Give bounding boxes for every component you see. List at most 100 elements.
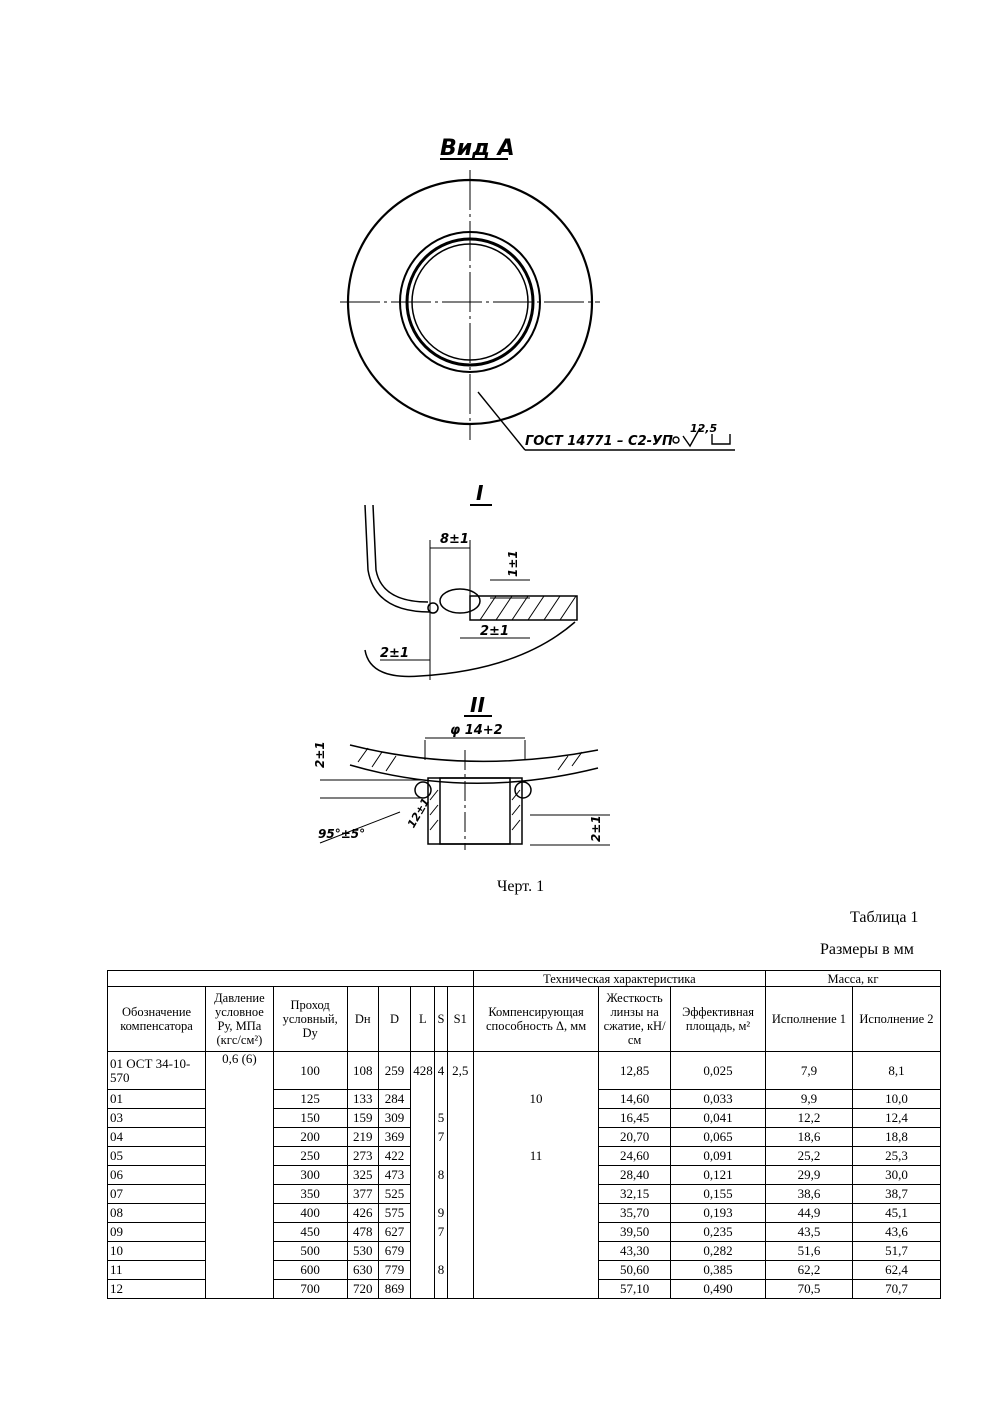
cell-s1: [446, 1184, 474, 1204]
roughness-value: 12,5: [690, 422, 717, 435]
cell-s: [434, 1184, 448, 1204]
cell-mass1: 9,9: [765, 1089, 853, 1109]
cell-mass2: 10,0: [851, 1089, 942, 1109]
cell-designation: 08: [106, 1203, 207, 1223]
cell-mass1: 38,6: [765, 1184, 853, 1204]
header-capacity: Компенсирующая способность Δ, мм: [472, 986, 600, 1052]
cell-dn-outer: 273: [346, 1146, 379, 1166]
cell-mass1: 62,2: [765, 1260, 853, 1280]
cell-l: [410, 1222, 436, 1242]
cell-area: 0,235: [669, 1222, 767, 1242]
cell-l: [410, 1279, 436, 1299]
cell-dn-outer: 159: [346, 1108, 379, 1128]
cell-d: 575: [377, 1203, 412, 1223]
dimension-2b: 2±1: [380, 646, 409, 661]
cell-pressure: [205, 1127, 274, 1147]
dimension-2d: 2±1: [589, 815, 603, 842]
table-row: 10 500 530 679 43,30 0,282 51,6 51,7: [106, 1241, 942, 1261]
technical-drawing: Вид А ГОСТ 14771 – С2-УП 12,5 I: [313, 136, 735, 850]
cell-designation: 07: [106, 1184, 207, 1204]
header-mass1: Исполнение 1: [765, 986, 853, 1052]
cell-designation: 04: [106, 1127, 207, 1147]
cell-s: 4: [434, 1051, 448, 1090]
table-units: Размеры в мм: [820, 941, 914, 958]
cell-stiffness: 14,60: [598, 1089, 671, 1109]
cell-s: 5: [434, 1108, 448, 1128]
cell-capacity: [472, 1279, 600, 1299]
cell-mass2: 43,6: [851, 1222, 942, 1242]
table-row: 12 700 720 869 57,10 0,490 70,5 70,7: [106, 1279, 942, 1299]
cell-area: 0,041: [669, 1108, 767, 1128]
dimension-2a: 2±1: [480, 624, 509, 639]
cell-mass2: 30,0: [851, 1165, 942, 1185]
cell-designation: 03: [106, 1108, 207, 1128]
cell-mass2: 45,1: [851, 1203, 942, 1223]
cell-mass2: 51,7: [851, 1241, 942, 1261]
cell-dn: 150: [272, 1108, 348, 1128]
cell-stiffness: 39,50: [598, 1222, 671, 1242]
table-row: 06 300 325 473 8 28,40 0,121 29,9 30,0: [106, 1165, 942, 1185]
section-1-label: I: [476, 481, 484, 505]
cell-designation: 11: [106, 1260, 207, 1280]
header-area: Эффективная площадь, м²: [669, 986, 767, 1052]
cell-stiffness: 24,60: [598, 1146, 671, 1166]
cell-capacity: [472, 1184, 600, 1204]
dimension-1: 1±1: [506, 550, 520, 577]
cell-mass2: 25,3: [851, 1146, 942, 1166]
cell-s1: [446, 1203, 474, 1223]
table-row: 09 450 478 627 7 39,50 0,235 43,5 43,6: [106, 1222, 942, 1242]
weld-note: ГОСТ 14771 – С2-УП: [525, 434, 673, 449]
table-row: 07 350 377 525 32,15 0,155 38,6 38,7: [106, 1184, 942, 1204]
cell-s: [434, 1089, 448, 1109]
cell-s1: [446, 1127, 474, 1147]
cell-capacity: [472, 1241, 600, 1261]
cell-stiffness: 50,60: [598, 1260, 671, 1280]
cell-area: 0,121: [669, 1165, 767, 1185]
header-s: S: [434, 986, 448, 1052]
cell-l: [410, 1203, 436, 1223]
cell-pressure: [205, 1260, 274, 1280]
cell-mass2: 70,7: [851, 1279, 942, 1299]
cell-dn: 600: [272, 1260, 348, 1280]
section-1-detail: [364, 504, 578, 680]
view-title: Вид А: [440, 136, 515, 161]
cell-dn: 500: [272, 1241, 348, 1261]
cell-s1: [446, 1165, 474, 1185]
dimension-8: 8±1: [440, 532, 469, 547]
cell-l: [410, 1260, 436, 1280]
cell-designation: 01 ОСТ 34-10-570: [106, 1051, 207, 1090]
cell-d: 309: [377, 1108, 412, 1128]
header-d: D: [377, 986, 412, 1052]
cell-s: [434, 1279, 448, 1299]
cell-pressure: [205, 1203, 274, 1223]
cell-l: [410, 1241, 436, 1261]
cell-s1: [446, 1108, 474, 1128]
cell-mass2: 62,4: [851, 1260, 942, 1280]
cell-stiffness: 43,30: [598, 1241, 671, 1261]
header-dn: Проход условный, Dу: [272, 986, 348, 1052]
cell-stiffness: 20,70: [598, 1127, 671, 1147]
cell-mass1: 70,5: [765, 1279, 853, 1299]
cell-s: 8: [434, 1165, 448, 1185]
cell-dn: 300: [272, 1165, 348, 1185]
table-row: 05 250 273 422 11 24,60 0,091 25,2 25,3: [106, 1146, 942, 1166]
cell-mass1: 12,2: [765, 1108, 853, 1128]
cell-dn-outer: 426: [346, 1203, 379, 1223]
cell-s1: [446, 1279, 474, 1299]
dimensions-table: Техническая характеристика Масса, кг Обо…: [106, 970, 942, 1299]
cell-d: 422: [377, 1146, 412, 1166]
cell-designation: 01: [106, 1089, 207, 1109]
cell-capacity: 10: [472, 1089, 600, 1109]
cell-dn: 350: [272, 1184, 348, 1204]
header-dn-outer: Dн: [346, 986, 379, 1052]
drawing-caption: Черт. 1: [497, 878, 545, 895]
cell-s: 8: [434, 1260, 448, 1280]
cell-designation: 06: [106, 1165, 207, 1185]
cell-pressure: [205, 1279, 274, 1299]
cell-l: [410, 1127, 436, 1147]
dimension-2c: 2±1: [313, 741, 327, 768]
cell-mass1: 43,5: [765, 1222, 853, 1242]
cell-dn: 700: [272, 1279, 348, 1299]
section-2-detail: [319, 737, 610, 850]
cell-dn-outer: 377: [346, 1184, 379, 1204]
